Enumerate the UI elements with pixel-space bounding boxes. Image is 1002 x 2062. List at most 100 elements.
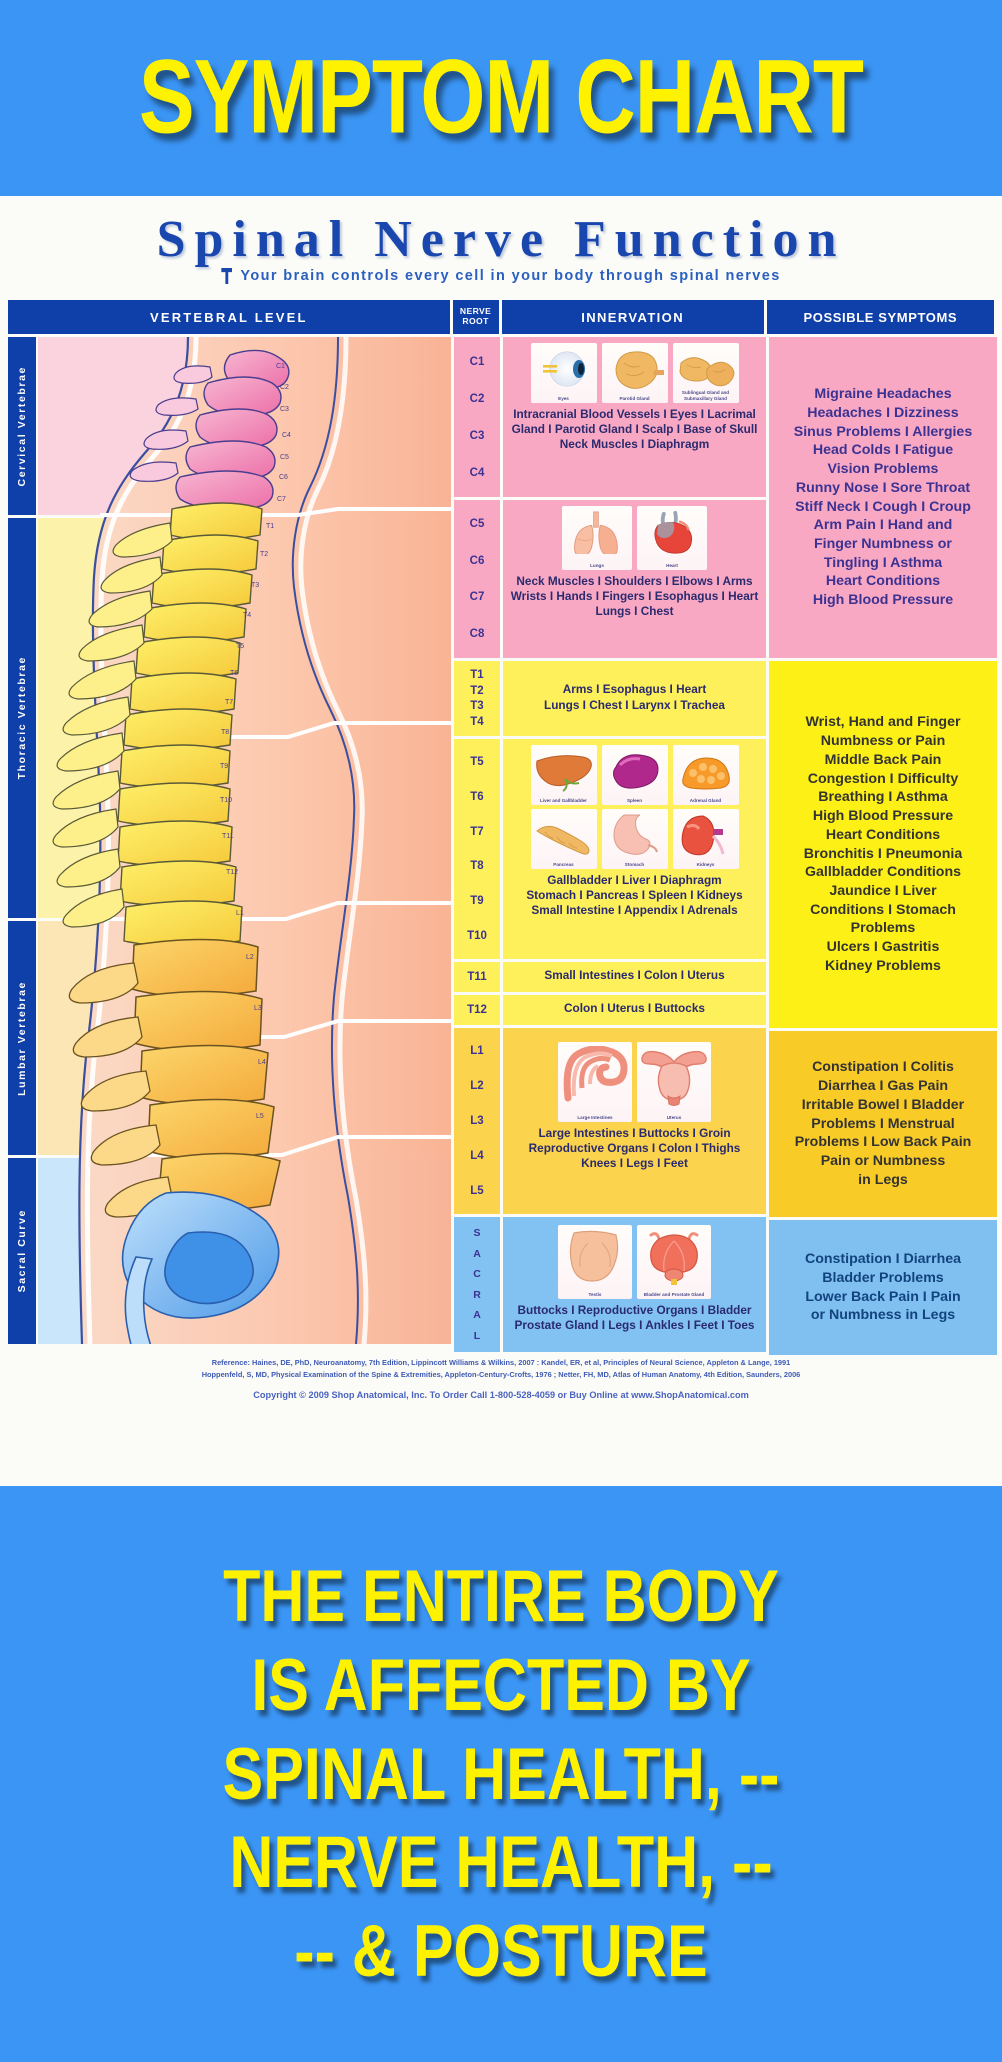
organ-caption: Stomach — [624, 861, 645, 867]
symptom-block-lumbar[interactable]: Constipation I Colitis Diarrhea I Gas Pa… — [769, 1031, 997, 1217]
nerve-root-label: L4 — [470, 1149, 484, 1162]
symptom-line: Jaundice I Liver — [829, 882, 937, 899]
table-row[interactable]: T12 Colon I Uterus I Buttocks — [454, 995, 766, 1025]
testis-icon — [569, 1230, 619, 1282]
table-row[interactable]: T5 T6 T7 T8 T9 T10 — [454, 739, 766, 959]
spine-tick-c6: C6 — [279, 474, 288, 481]
symptom-block-cervical[interactable]: Migraine Headaches Headaches I Dizziness… — [769, 337, 997, 658]
header-innervation: INNERVATION — [501, 300, 764, 334]
organ-image-strip: Testis — [507, 1225, 762, 1299]
symptom-line: Problems — [850, 920, 916, 937]
symptom-line: Problems I Menstrual — [811, 1115, 955, 1132]
table-row[interactable]: T1 T2 T3 T4 Arms I Esophagus I Heart Lun… — [454, 661, 766, 736]
nerve-root-label: T3 — [470, 700, 484, 713]
organ-caption: Large Intestines — [577, 1114, 613, 1120]
reference-line-1: Reference: Haines, DE, PhD, Neuroanatomy… — [211, 1358, 791, 1367]
symptom-block-thoracic[interactable]: Wrist, Hand and Finger Numbness or Pain … — [769, 661, 997, 1028]
spine-tick-t7: T7 — [225, 699, 234, 706]
spine-tick-l3: L3 — [254, 1005, 262, 1012]
nerve-root-label: T7 — [470, 825, 484, 838]
symptom-line: Vision Problems — [827, 461, 939, 478]
spine-tick-t10: T10 — [220, 797, 233, 804]
symptom-block-sacral[interactable]: Constipation I Diarrhea Bladder Problems… — [769, 1220, 997, 1355]
innervation-line: Neck Muscles I Shoulders I Elbows I Arms — [516, 574, 753, 588]
symptom-line: Constipation I Diarrhea — [804, 1251, 962, 1268]
parotid-gland-icon — [614, 351, 664, 389]
header-nerve-root-line2: ROOT — [462, 316, 489, 326]
innervation-line: Stomach I Pancreas I Spleen I Kidneys — [526, 888, 743, 903]
symptom-line: Head Colds I Fatigue — [812, 442, 954, 459]
nerve-root-label: T1 — [470, 668, 484, 681]
eye-icon — [542, 351, 585, 387]
innervation-line: Lungs I Chest — [595, 604, 674, 619]
top-banner-title: SYMPTOM CHART — [138, 39, 864, 156]
spinal-nerve-function-poster: Spinal Nerve Function Your brain control… — [0, 196, 1002, 1486]
symptom-line: Headaches I Dizziness — [807, 404, 959, 421]
symptom-chart-table: VERTEBRAL LEVEL NERVE ROOT INNERVATION P… — [8, 300, 997, 1400]
nerve-root-label: A — [473, 1309, 481, 1322]
spine-tick-t5: T5 — [236, 643, 245, 650]
table-row[interactable]: T11 Small Intestines I Colon I Uterus — [454, 962, 766, 992]
nerve-root-label: C — [473, 1268, 481, 1281]
innervation-line: Small Intestine I Appendix I Adrenals — [531, 903, 738, 918]
poster-header: Spinal Nerve Function Your brain control… — [0, 196, 1002, 284]
symptom-line: Congestion I Difficulty — [807, 770, 959, 787]
table-row[interactable]: L1 L2 L3 L4 L5 — [454, 1028, 766, 1214]
nerve-root-cell: C1 C2 C3 C4 — [454, 337, 500, 497]
nerve-root-label: T12 — [467, 1004, 487, 1016]
nerve-root-label: A — [473, 1247, 481, 1260]
organ-caption: Sublingual Gland and Submaxillary Gland — [681, 390, 730, 401]
side-label-thoracic: Thoracic Vertebrae — [8, 518, 36, 918]
nerve-root-label: R — [473, 1288, 481, 1301]
innervation-line: Reproductive Organs I Colon I Thighs — [528, 1141, 741, 1156]
spine-tick-l2: L2 — [246, 954, 254, 961]
symptom-line: Migraine Headaches — [814, 386, 952, 403]
bottom-banner-line-4: NERVE HEALTH, -- — [229, 1821, 773, 1904]
bottom-banner-line-3: SPINAL HEALTH, -- — [222, 1732, 780, 1815]
symptom-line: Sinus Problems I Allergies — [793, 423, 973, 440]
nerve-root-label: L — [473, 1329, 481, 1342]
innervation-cell: Testis — [503, 1217, 766, 1352]
innervation-cell: Small Intestines I Colon I Uterus — [503, 962, 766, 992]
nerve-root-label: C8 — [469, 627, 485, 640]
side-label-thoracic-text: Thoracic Vertebrae — [16, 656, 28, 780]
nerve-root-cell: C5 C6 C7 C8 — [454, 500, 500, 658]
nerve-root-label: T8 — [470, 860, 484, 873]
symptom-line: in Legs — [858, 1171, 908, 1188]
symptom-line: Diarrhea I Gas Pain — [817, 1078, 949, 1095]
nerve-root-label: C7 — [469, 591, 485, 604]
symptom-line: Bronchitis I Pneumonia — [803, 845, 963, 862]
table-row[interactable]: C1 C2 C3 C4 — [454, 337, 766, 497]
table-row[interactable]: S A C R A L — [454, 1217, 766, 1352]
organ-card-lungs: Lungs — [562, 506, 632, 570]
symptom-line: Bladder Problems — [822, 1269, 944, 1286]
symptom-line: Constipation I Colitis — [812, 1059, 954, 1076]
adrenal-gland-icon — [681, 757, 730, 790]
table-row[interactable]: C5 C6 C7 C8 — [454, 500, 766, 658]
symptom-line: Heart Conditions — [825, 573, 941, 590]
innervation-line: Small Intestines I Colon I Uterus — [544, 968, 725, 983]
reference-line-2: Hoppenfeld, S, MD, Physical Examination … — [201, 1370, 801, 1380]
innervation-line: Prostate Gland I Legs I Ankles I Feet I … — [514, 1318, 755, 1333]
nerve-root-label: C2 — [469, 392, 485, 405]
organ-card-testis: Testis — [558, 1225, 632, 1299]
spine-tick-t9: T9 — [220, 763, 229, 770]
nerve-root-cell: S A C R A L — [454, 1217, 500, 1352]
symptom-line: Conditions I Stomach — [810, 901, 956, 918]
table-body: Cervical Vertebrae Thoracic Vertebrae Lu… — [8, 337, 997, 1355]
human-torso-illustration — [52, 337, 451, 1344]
side-label-cervical: Cervical Vertebrae — [8, 337, 36, 515]
innervation-cell: Eyes Parotid Gland — [503, 337, 766, 497]
spine-tick-c4: C4 — [282, 432, 291, 439]
kidney-icon — [681, 815, 724, 856]
sublingual-gland-icon — [678, 357, 734, 387]
page-subtitle: Your brain controls every cell in your b… — [240, 268, 781, 284]
symptom-line: Irritable Bowel I Bladder — [801, 1096, 965, 1113]
header-vertebral-level: VERTEBRAL LEVEL — [8, 300, 450, 334]
innervation-line: Buttocks I Reproductive Organs I Bladder — [517, 1303, 752, 1317]
nerve-root-label: T10 — [467, 929, 487, 942]
nerve-root-label: C3 — [469, 429, 485, 442]
organ-image-strip-2: Pancreas Stomach — [507, 809, 762, 869]
symptom-line: Arm Pain I Hand and — [813, 517, 953, 534]
innervation-line: Wrists I Hands I Fingers I Esophagus I H… — [510, 589, 759, 604]
